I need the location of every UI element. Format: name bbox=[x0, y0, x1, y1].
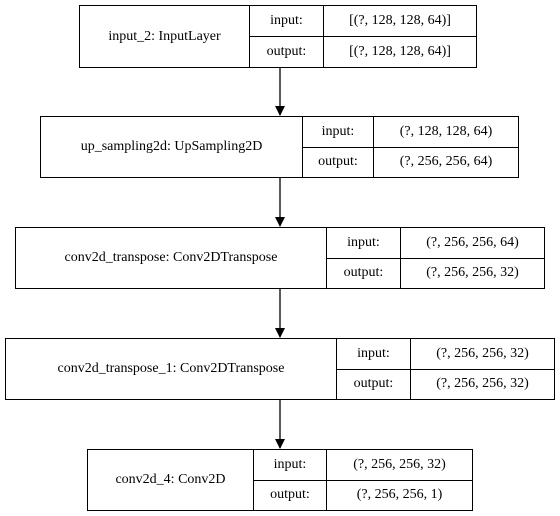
output-label: output: bbox=[270, 487, 310, 503]
layer-node-conv2d-transpose: conv2d_transpose: Conv2DTranspose input:… bbox=[15, 227, 545, 289]
input-label: input: bbox=[250, 6, 323, 37]
output-shape: (?, 256, 256, 1) bbox=[356, 487, 443, 503]
input-shape: (?, 256, 256, 32) bbox=[327, 450, 472, 481]
layer-name: up_sampling2d: UpSampling2D bbox=[41, 117, 303, 177]
layer-name: conv2d_transpose: Conv2DTranspose bbox=[16, 228, 327, 288]
output-label: output: bbox=[318, 154, 358, 170]
output-shape: (?, 256, 256, 32) bbox=[426, 265, 519, 281]
input-label: input: bbox=[254, 450, 326, 481]
layer-name: conv2d_4: Conv2D bbox=[88, 450, 254, 510]
output-label: output: bbox=[343, 265, 384, 281]
layer-name: conv2d_transpose_1: Conv2DTranspose bbox=[6, 339, 337, 399]
layer-node-conv2d-4: conv2d_4: Conv2D input: output: (?, 256,… bbox=[87, 449, 473, 511]
layer-name: input_2: InputLayer bbox=[80, 6, 250, 67]
input-shape: (?, 256, 256, 32) bbox=[411, 339, 554, 370]
output-label: output: bbox=[353, 376, 394, 392]
input-shape: [(?, 128, 128, 64)] bbox=[324, 6, 476, 37]
layer-node-input-2: input_2: InputLayer input: output: [(?, … bbox=[79, 5, 477, 68]
output-shape: [(?, 128, 128, 64)] bbox=[349, 44, 451, 59]
input-shape: (?, 256, 256, 64) bbox=[401, 228, 544, 259]
layer-node-conv2d-transpose-1: conv2d_transpose_1: Conv2DTranspose inpu… bbox=[5, 338, 555, 400]
output-label: output: bbox=[266, 44, 307, 59]
layer-node-up-sampling2d: up_sampling2d: UpSampling2D input: outpu… bbox=[40, 116, 519, 178]
input-shape: (?, 128, 128, 64) bbox=[374, 117, 518, 148]
input-label: input: bbox=[327, 228, 400, 259]
output-shape: (?, 256, 256, 64) bbox=[399, 154, 493, 170]
input-label: input: bbox=[337, 339, 410, 370]
output-shape: (?, 256, 256, 32) bbox=[436, 376, 529, 392]
input-label: input: bbox=[303, 117, 373, 148]
